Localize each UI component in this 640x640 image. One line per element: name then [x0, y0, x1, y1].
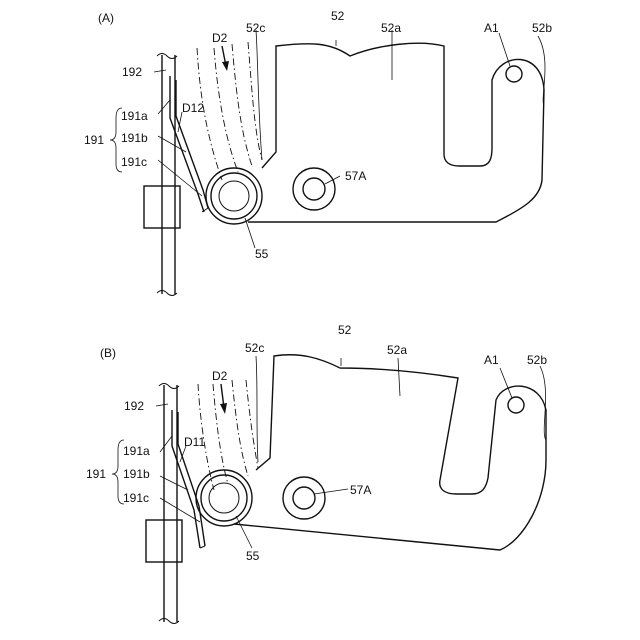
- label-52: 52: [331, 9, 345, 23]
- bore-57a: [293, 168, 335, 210]
- panel-label: (B): [100, 346, 116, 360]
- label-d2: D2: [212, 369, 228, 383]
- label-52b: 52b: [527, 353, 547, 367]
- roller-55: [196, 470, 252, 526]
- panel-b: (B): [86, 323, 547, 624]
- label-191b: 191b: [121, 131, 148, 145]
- label-191a: 191a: [121, 109, 148, 123]
- label-52c: 52c: [246, 21, 265, 35]
- panel-a: (A): [84, 9, 552, 296]
- label-191: 191: [84, 133, 104, 147]
- direction-arrow-d2: [222, 46, 229, 71]
- sweep-arcs: [197, 42, 262, 180]
- label-d: D11: [184, 435, 205, 449]
- label-191c: 191c: [123, 491, 149, 505]
- lever-52: [234, 355, 546, 550]
- label-52c: 52c: [245, 341, 264, 355]
- label-55: 55: [246, 549, 260, 563]
- roller-55: [206, 168, 262, 224]
- bore-57a: [283, 477, 325, 519]
- panel-label: (A): [98, 11, 114, 25]
- label-191c: 191c: [121, 155, 147, 169]
- lever-52: [248, 40, 544, 222]
- label-a1: A1: [484, 21, 499, 35]
- label-191a: 191a: [123, 444, 150, 458]
- label-d2: D2: [212, 31, 228, 45]
- label-57a: 57A: [350, 483, 371, 497]
- direction-arrow-d2: [220, 384, 227, 414]
- label-52b: 52b: [532, 21, 552, 35]
- wall-192: [157, 54, 177, 296]
- label-191b: 191b: [123, 467, 150, 481]
- label-52a: 52a: [381, 21, 401, 35]
- label-57a: 57A: [345, 169, 366, 183]
- label-191: 191: [86, 467, 106, 481]
- sweep-arcs: [198, 380, 258, 490]
- label-192: 192: [124, 399, 144, 413]
- pivot-a1: [506, 66, 522, 82]
- label-a1: A1: [484, 353, 499, 367]
- label-52: 52: [338, 323, 352, 337]
- label-52a: 52a: [387, 343, 407, 357]
- label-d: D12: [182, 101, 204, 115]
- pivot-a1: [508, 397, 524, 413]
- label-192: 192: [122, 65, 142, 79]
- label-55: 55: [255, 247, 269, 261]
